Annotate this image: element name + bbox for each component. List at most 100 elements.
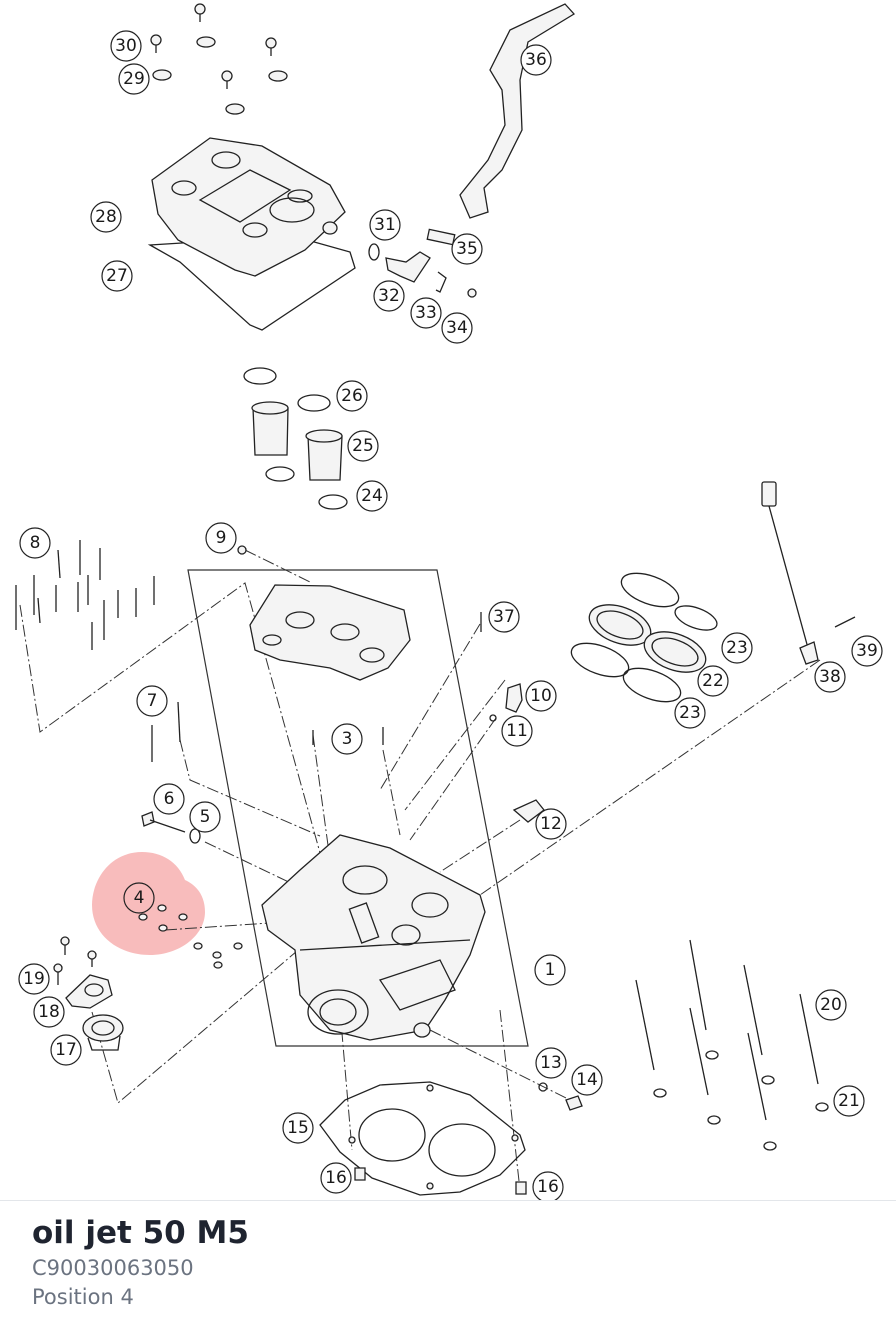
callout-16b[interactable]: 16: [532, 1171, 564, 1200]
studs-20: [635, 939, 829, 1151]
svg-text:24: 24: [361, 486, 383, 506]
svg-text:18: 18: [38, 1002, 60, 1022]
svg-text:37: 37: [493, 607, 515, 627]
callout-22[interactable]: 22: [697, 665, 729, 697]
svg-text:22: 22: [702, 671, 724, 691]
callout-1[interactable]: 1: [534, 954, 566, 986]
svg-text:33: 33: [415, 303, 437, 323]
svg-text:16: 16: [537, 1177, 559, 1197]
thermostat-assembly: [53, 936, 124, 1051]
head-group-frame: [187, 569, 529, 1047]
callout-23a[interactable]: 23: [721, 632, 753, 664]
bolt-39: [834, 616, 856, 628]
spark-plug-tubes: [243, 367, 348, 510]
callout-37[interactable]: 37: [488, 601, 520, 633]
svg-text:11: 11: [506, 721, 528, 741]
svg-text:16: 16: [325, 1168, 347, 1188]
oil-jets-4: [138, 904, 243, 969]
dowel-16b: [515, 1181, 527, 1195]
callout-11[interactable]: 11: [501, 715, 533, 747]
callout-6[interactable]: 6: [153, 783, 185, 815]
svg-text:8: 8: [30, 533, 41, 553]
bolt-group-frame: [19, 582, 323, 861]
svg-text:31: 31: [374, 215, 396, 235]
callout-5[interactable]: 5: [189, 801, 221, 833]
cover-fasteners: [150, 3, 288, 115]
callout-14[interactable]: 14: [571, 1064, 603, 1096]
svg-text:3: 3: [342, 729, 353, 749]
carrier-details: [262, 611, 385, 663]
callout-17[interactable]: 17: [50, 1034, 82, 1066]
callout-24[interactable]: 24: [356, 480, 388, 512]
callout-15[interactable]: 15: [282, 1112, 314, 1144]
callout-36[interactable]: 36: [520, 44, 552, 76]
callout-30[interactable]: 30: [110, 30, 142, 62]
callout-8[interactable]: 8: [19, 527, 51, 559]
washer-5: [189, 828, 201, 844]
bolt-6-shank: [149, 819, 186, 833]
callout-3[interactable]: 3: [331, 723, 363, 755]
svg-text:32: 32: [378, 286, 400, 306]
callout-16a[interactable]: 16: [320, 1162, 352, 1194]
svg-text:26: 26: [341, 386, 363, 406]
intake-flanges: [570, 572, 718, 703]
head-gasket: [319, 1081, 526, 1196]
svg-text:17: 17: [55, 1040, 77, 1060]
sensor-cable-38: [761, 481, 819, 665]
svg-text:27: 27: [106, 266, 128, 286]
plug-14: [565, 1095, 583, 1111]
callout-25[interactable]: 25: [347, 430, 379, 462]
callout-20[interactable]: 20: [815, 989, 847, 1021]
part-name: oil jet 50 M5: [32, 1215, 249, 1251]
svg-text:6: 6: [164, 789, 175, 809]
o-ring-31: [368, 243, 380, 261]
svg-text:30: 30: [115, 36, 137, 56]
callout-38[interactable]: 38: [814, 661, 846, 693]
callout-10[interactable]: 10: [525, 680, 557, 712]
part-position: Position 4: [32, 1285, 134, 1309]
svg-text:39: 39: [856, 641, 878, 661]
callout-33[interactable]: 33: [410, 297, 442, 329]
svg-text:1: 1: [545, 960, 556, 980]
sensor-12: [512, 799, 545, 823]
callout-21[interactable]: 21: [833, 1085, 865, 1117]
part-number: C90030063050: [32, 1256, 194, 1280]
callout-29[interactable]: 29: [118, 63, 150, 95]
gasket-bores: [348, 1084, 519, 1190]
valve-cover: [151, 137, 346, 277]
svg-text:13: 13: [540, 1053, 562, 1073]
callout-31[interactable]: 31: [369, 209, 401, 241]
cylinder-head: [261, 834, 486, 1041]
svg-text:23: 23: [726, 638, 748, 658]
callout-9[interactable]: 9: [205, 522, 237, 554]
callout-19[interactable]: 19: [18, 963, 50, 995]
callout-18[interactable]: 18: [33, 996, 65, 1028]
svg-text:10: 10: [530, 686, 552, 706]
callout-23b[interactable]: 23: [674, 697, 706, 729]
callout-28[interactable]: 28: [90, 201, 122, 233]
washer-13: [538, 1082, 548, 1092]
dowel-9: [237, 545, 247, 555]
callout-34[interactable]: 34: [441, 312, 473, 344]
breather-fitting: [385, 251, 431, 283]
callout-39[interactable]: 39: [851, 635, 883, 667]
callout-26[interactable]: 26: [336, 380, 368, 412]
callout-12[interactable]: 12: [535, 808, 567, 840]
hose-clip: [435, 271, 447, 293]
svg-text:9: 9: [216, 528, 227, 548]
bolts-7: [151, 701, 181, 762]
svg-text:12: 12: [540, 814, 562, 834]
svg-text:36: 36: [525, 50, 547, 70]
svg-text:20: 20: [820, 995, 842, 1015]
svg-text:14: 14: [576, 1070, 598, 1090]
svg-text:34: 34: [446, 318, 468, 338]
hose-sleeve: [426, 228, 456, 246]
svg-text:29: 29: [123, 69, 145, 89]
callout-32[interactable]: 32: [373, 280, 405, 312]
callout-35[interactable]: 35: [451, 233, 483, 265]
callout-4[interactable]: 4: [123, 882, 155, 914]
callout-7[interactable]: 7: [136, 685, 168, 717]
callout-13[interactable]: 13: [535, 1047, 567, 1079]
dowel-16a: [354, 1167, 366, 1181]
callout-27[interactable]: 27: [101, 260, 133, 292]
